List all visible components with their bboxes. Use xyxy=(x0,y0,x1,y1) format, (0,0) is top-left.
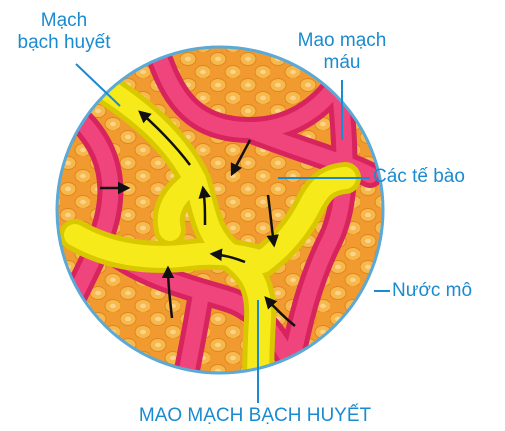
label-blood-capillary-line1: Mao mạch xyxy=(286,30,398,52)
label-blood-capillary-line2: máu xyxy=(286,52,398,74)
label-tissue-fluid: Nước mô xyxy=(392,280,472,302)
label-lymph-capillary: MAO MẠCH BẠCH HUYẾT xyxy=(100,405,410,427)
label-lymph-vessel: Mạch bạch huyết xyxy=(4,10,124,54)
label-cells: Các tế bào xyxy=(373,166,465,188)
label-lymph-vessel-line1: Mạch xyxy=(4,10,124,32)
tissue-circle xyxy=(50,40,390,395)
label-lymph-vessel-line2: bạch huyết xyxy=(4,32,124,54)
label-blood-capillary: Mao mạch máu xyxy=(286,30,398,74)
